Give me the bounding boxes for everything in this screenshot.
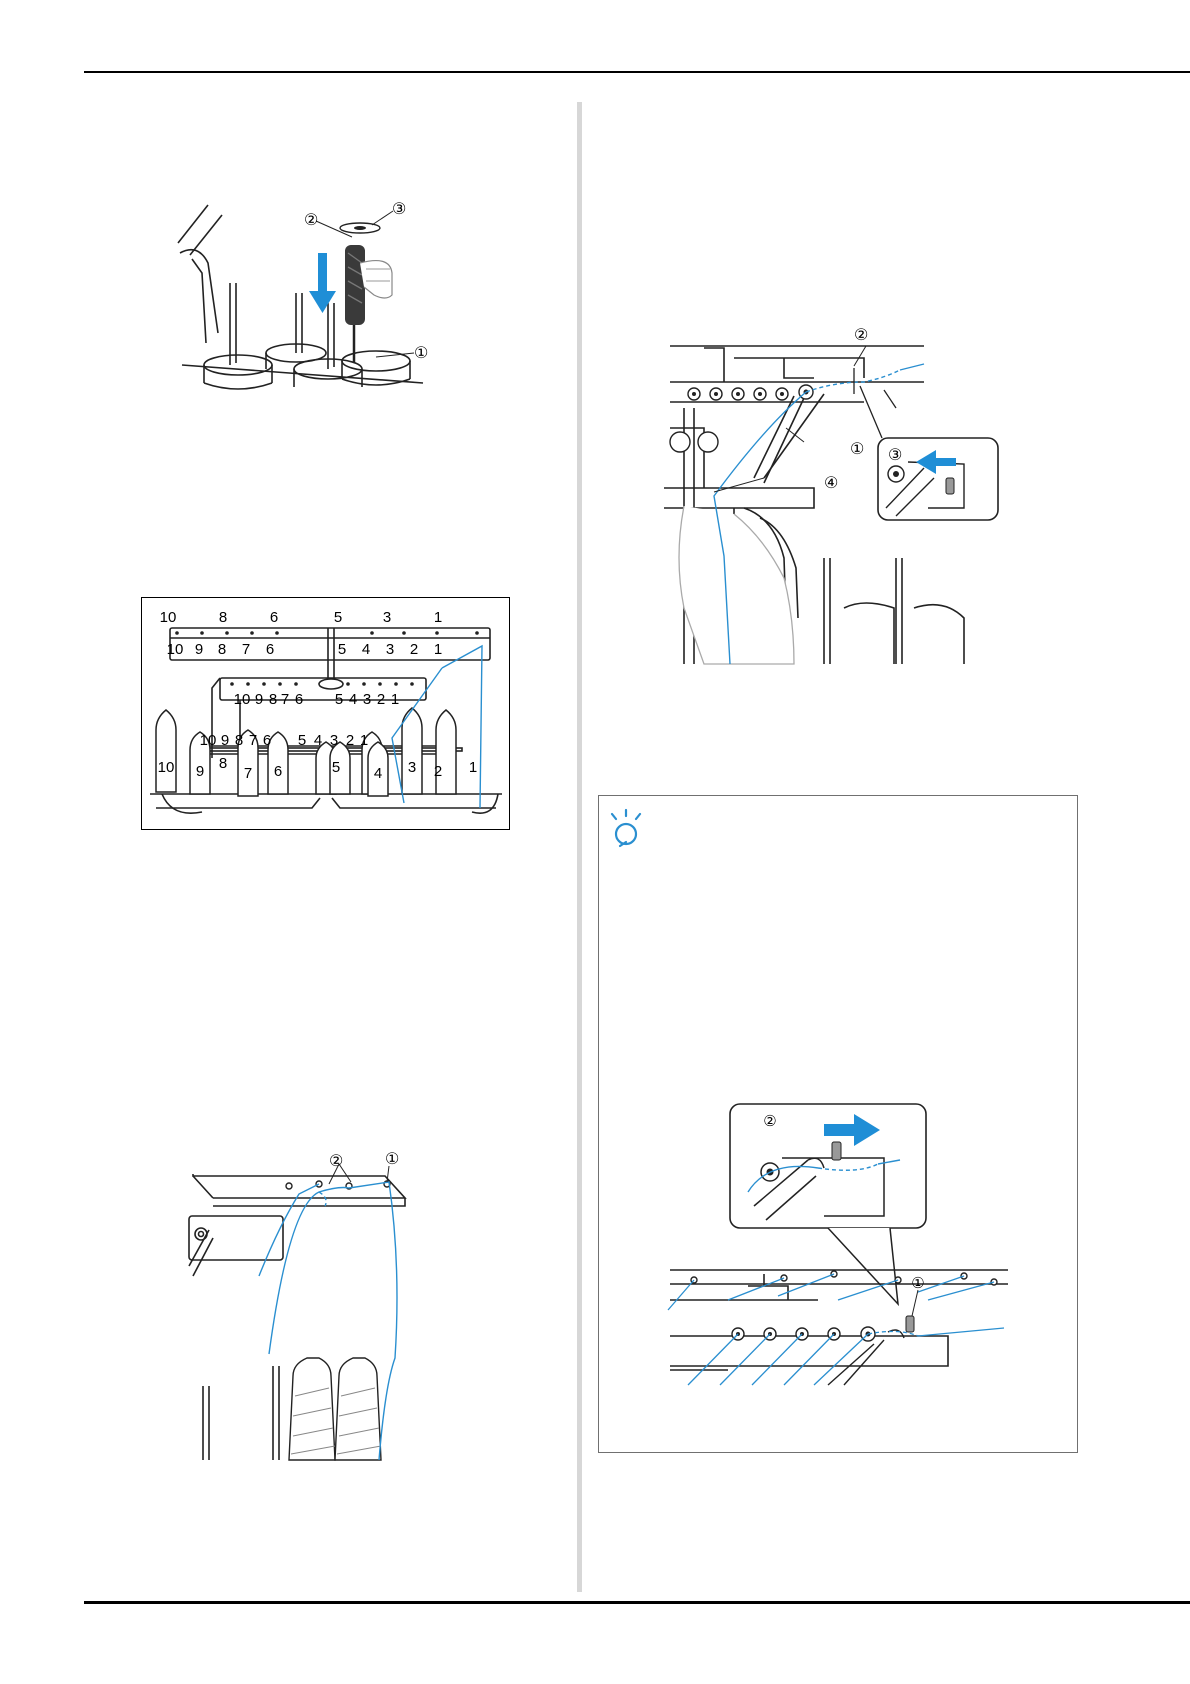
guide-top-8: 8: [219, 609, 227, 626]
guide-bar-10: 10: [167, 641, 184, 658]
callout-1: ①: [385, 1151, 399, 1168]
callout-2: ②: [304, 212, 318, 229]
guide-mid-5: 5: [335, 691, 343, 708]
spool-label-3: 3: [408, 759, 416, 776]
guide-bar-6: 6: [266, 641, 274, 658]
guide-mid-10: 10: [234, 691, 251, 708]
callout-2: ②: [329, 1153, 343, 1170]
thread-guide-figure: 10 8 6 5 3 1 10 9 8 7 6 5 4 3 2 1 10 9 8…: [141, 597, 510, 830]
spool-label-9: 9: [196, 763, 204, 780]
spool-label-4: 4: [374, 765, 382, 782]
callout-1: ①: [414, 345, 428, 362]
guide-low-3: 3: [330, 732, 338, 749]
footer-rule: [84, 1601, 1190, 1604]
guide-bar-8: 8: [218, 641, 226, 658]
spool-label-6: 6: [274, 763, 282, 780]
callout-2: ②: [854, 327, 868, 344]
callout-1: ①: [911, 1275, 924, 1292]
callout-3: ③: [888, 447, 902, 464]
guide-mid-8: 8: [269, 691, 277, 708]
note-icon: [606, 808, 646, 852]
spool-cap-icon: [339, 222, 381, 234]
guide-bar-2: 2: [410, 641, 418, 658]
callout-2: ②: [763, 1113, 776, 1130]
note-figure: ② ①: [667, 1100, 1008, 1386]
guide-low-9: 9: [221, 732, 229, 749]
inset-detail: [729, 1103, 927, 1307]
callout-4: ④: [824, 475, 838, 492]
spool-label-1: 1: [469, 759, 477, 776]
guide-low-8: 8: [235, 732, 243, 749]
guide-mid-6: 6: [295, 691, 303, 708]
spool-pin-figure: ① ② ③: [177, 201, 428, 398]
guide-bar-3: 3: [386, 641, 394, 658]
guide-low-10: 10: [200, 732, 217, 749]
thread-path-figure: ② ①: [188, 1126, 419, 1461]
spool-label-5: 5: [332, 759, 340, 776]
guide-mid-9: 9: [255, 691, 263, 708]
guide-top-10: 10: [160, 609, 177, 626]
spool-label-8: 8: [219, 755, 227, 772]
guide-mid-1: 1: [391, 691, 399, 708]
head-threading-figure: ② ① ③ ④: [664, 318, 1004, 665]
arrow-left-icon: [916, 450, 956, 474]
guide-low-1: 1: [360, 732, 368, 749]
spool-label-10: 10: [158, 759, 175, 776]
guide-bar-7: 7: [242, 641, 250, 658]
guide-top-1: 1: [434, 609, 442, 626]
spool-label-7: 7: [244, 765, 252, 782]
guide-mid-2: 2: [377, 691, 385, 708]
guide-low-7: 7: [249, 732, 257, 749]
guide-mid-4: 4: [349, 691, 357, 708]
guide-top-5: 5: [334, 609, 342, 626]
guide-low-5: 5: [298, 732, 306, 749]
arrow-down-icon: [309, 253, 336, 313]
guide-mid-7: 7: [281, 691, 289, 708]
guide-low-4: 4: [314, 732, 322, 749]
guide-bar-5: 5: [338, 641, 346, 658]
guide-low-2: 2: [346, 732, 354, 749]
spool-label-2: 2: [434, 763, 442, 780]
column-divider: [577, 102, 582, 1592]
thread-spool-icon: [345, 245, 393, 363]
callout-1: ①: [850, 441, 864, 458]
header-rule: [84, 71, 1190, 73]
guide-bar-9: 9: [195, 641, 203, 658]
guide-mid-3: 3: [363, 691, 371, 708]
guide-top-3: 3: [383, 609, 391, 626]
guide-bar-1: 1: [434, 641, 442, 658]
callout-3: ③: [392, 201, 406, 218]
guide-top-6: 6: [270, 609, 278, 626]
guide-bar-4: 4: [362, 641, 370, 658]
arrow-right-icon: [824, 1114, 880, 1146]
inset-detail: [859, 385, 999, 521]
guide-low-6: 6: [263, 732, 271, 749]
